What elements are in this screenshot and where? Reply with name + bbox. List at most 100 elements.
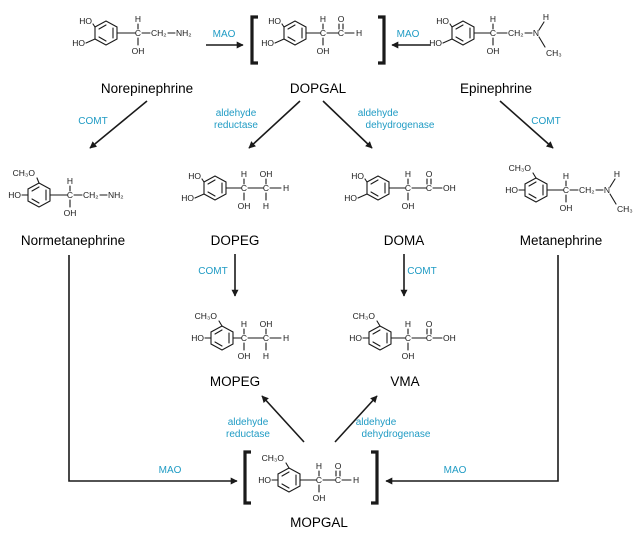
atom-c: C [405, 183, 411, 193]
enzyme-aldehyde-label: aldehyde [216, 108, 257, 119]
atom-ho: HO [436, 16, 449, 26]
atom-c: C [263, 183, 269, 193]
atom-h: H [320, 14, 326, 24]
mopgal-label: MOPGAL [290, 515, 348, 530]
arrow-epinephrine-to-metanephrine [499, 100, 554, 149]
atom-h3co: CH₃O [262, 453, 285, 463]
enzyme-reductase-label: reductase [214, 120, 258, 131]
norepinephrine-label: Norepinephrine [101, 81, 193, 96]
atom-ch2: CH₂ [83, 190, 99, 200]
atom-oh: OH [132, 46, 145, 56]
enzyme-dehydrogenase-label: dehydrogenase [366, 120, 435, 131]
enzyme-aldehyde-label: aldehyde [358, 108, 399, 119]
atom-h: H [614, 169, 620, 179]
atom-oh: OH [64, 208, 77, 218]
dopeg-structure: HO HO C H OH C OH H H [181, 169, 289, 211]
atom-h: H [543, 12, 549, 22]
arrow-metanephrine-to-mopgal [385, 255, 559, 485]
atom-h: H [241, 169, 247, 179]
atom-oh: OH [402, 201, 415, 211]
doma-label: DOMA [384, 233, 425, 248]
enzyme-comt-label: COMT [198, 266, 227, 277]
arrow-dopgal-to-doma [322, 100, 373, 149]
atom-o: O [426, 319, 433, 329]
atom-h: H [283, 333, 289, 343]
dopgal-bracket-right [378, 15, 386, 65]
dopgal-structure: HO HO C H OH C O H [261, 14, 362, 56]
normetanephrine-structure: CH₃O HO C H OH CH₂ NH₂ [8, 168, 123, 218]
atom-o: O [338, 14, 345, 24]
metanephrine-label: Metanephrine [520, 233, 603, 248]
atom-nh2: NH₂ [108, 190, 124, 200]
atom-ho: HO [191, 333, 204, 343]
atom-c: C [320, 28, 326, 38]
enzyme-mao-label: MAO [397, 29, 420, 40]
norepinephrine-structure: HO HO C H OH CH₂ NH₂ [72, 14, 191, 56]
atom-ho: HO [351, 171, 364, 181]
atom-ch2: CH₂ [579, 185, 595, 195]
atom-h: H [135, 14, 141, 24]
atom-c: C [135, 28, 141, 38]
atom-h3co: CH₃O [195, 311, 218, 321]
mopgal-bracket-left [243, 450, 251, 505]
atom-oh: OH [402, 351, 415, 361]
arrow-normetanephrine-to-mopgal [68, 255, 238, 485]
enzyme-comt-label: COMT [407, 266, 436, 277]
atom-ho: HO [429, 38, 442, 48]
atom-oh: OH [313, 493, 326, 503]
atom-oh: OH [443, 183, 456, 193]
atom-c: C [335, 475, 341, 485]
normetanephrine-label: Normetanephrine [21, 233, 125, 248]
atom-ho: HO [181, 193, 194, 203]
atom-h: H [353, 475, 359, 485]
atom-ho: HO [505, 185, 518, 195]
atom-h: H [283, 183, 289, 193]
atom-ho: HO [258, 475, 271, 485]
dopgal-bracket-left [250, 15, 258, 65]
atom-h3co: CH₃O [509, 163, 532, 173]
dopgal-label: DOPGAL [290, 81, 347, 96]
enzyme-aldehyde-label: aldehyde [228, 417, 269, 428]
atom-ch2: CH₂ [508, 28, 524, 38]
atom-ho: HO [344, 193, 357, 203]
atom-h3co: CH₃O [353, 311, 376, 321]
atom-h3co: CH₃O [13, 168, 36, 178]
dopeg-label: DOPEG [211, 233, 260, 248]
mopeg-label: MOPEG [210, 374, 260, 389]
mopeg-structure: CH₃O HO C H OH C OH H H [191, 311, 289, 361]
mopgal-structure: CH₃O HO C H OH C O H [258, 453, 359, 503]
enzyme-mao-label: MAO [213, 29, 236, 40]
atom-oh: OH [560, 203, 573, 213]
atom-n: N [533, 28, 539, 38]
atom-ho: HO [188, 171, 201, 181]
enzyme-comt-label: COMT [78, 116, 107, 127]
enzyme-comt-label: COMT [531, 116, 560, 127]
atom-o: O [426, 169, 433, 179]
atom-ch2: CH₂ [151, 28, 167, 38]
atom-h: H [316, 461, 322, 471]
enzyme-mao-label: MAO [159, 465, 182, 476]
atom-h: H [563, 171, 569, 181]
atom-c: C [426, 183, 432, 193]
atom-nh2: NH₂ [176, 28, 192, 38]
mopgal-bracket-right [371, 450, 379, 505]
arrow-mopgal-to-mopeg [261, 395, 305, 443]
arrow-dopgal-to-dopeg [248, 100, 301, 149]
atom-n: N [604, 185, 610, 195]
atom-ch3: CH₃ [617, 204, 633, 214]
atom-h: H [241, 319, 247, 329]
atom-h: H [405, 319, 411, 329]
atom-c: C [67, 190, 73, 200]
arrow-mopgal-to-vma [334, 395, 378, 443]
atom-h: H [405, 169, 411, 179]
atom-o: O [335, 461, 342, 471]
atom-ho: HO [268, 16, 281, 26]
atom-ho: HO [349, 333, 362, 343]
atom-h: H [356, 28, 362, 38]
enzyme-reductase-label: reductase [226, 429, 270, 440]
atom-ho: HO [8, 190, 21, 200]
atom-ch3: CH₃ [546, 48, 562, 58]
atom-c: C [316, 475, 322, 485]
vma-structure: CH₃O HO C H OH C O OH [349, 311, 456, 361]
